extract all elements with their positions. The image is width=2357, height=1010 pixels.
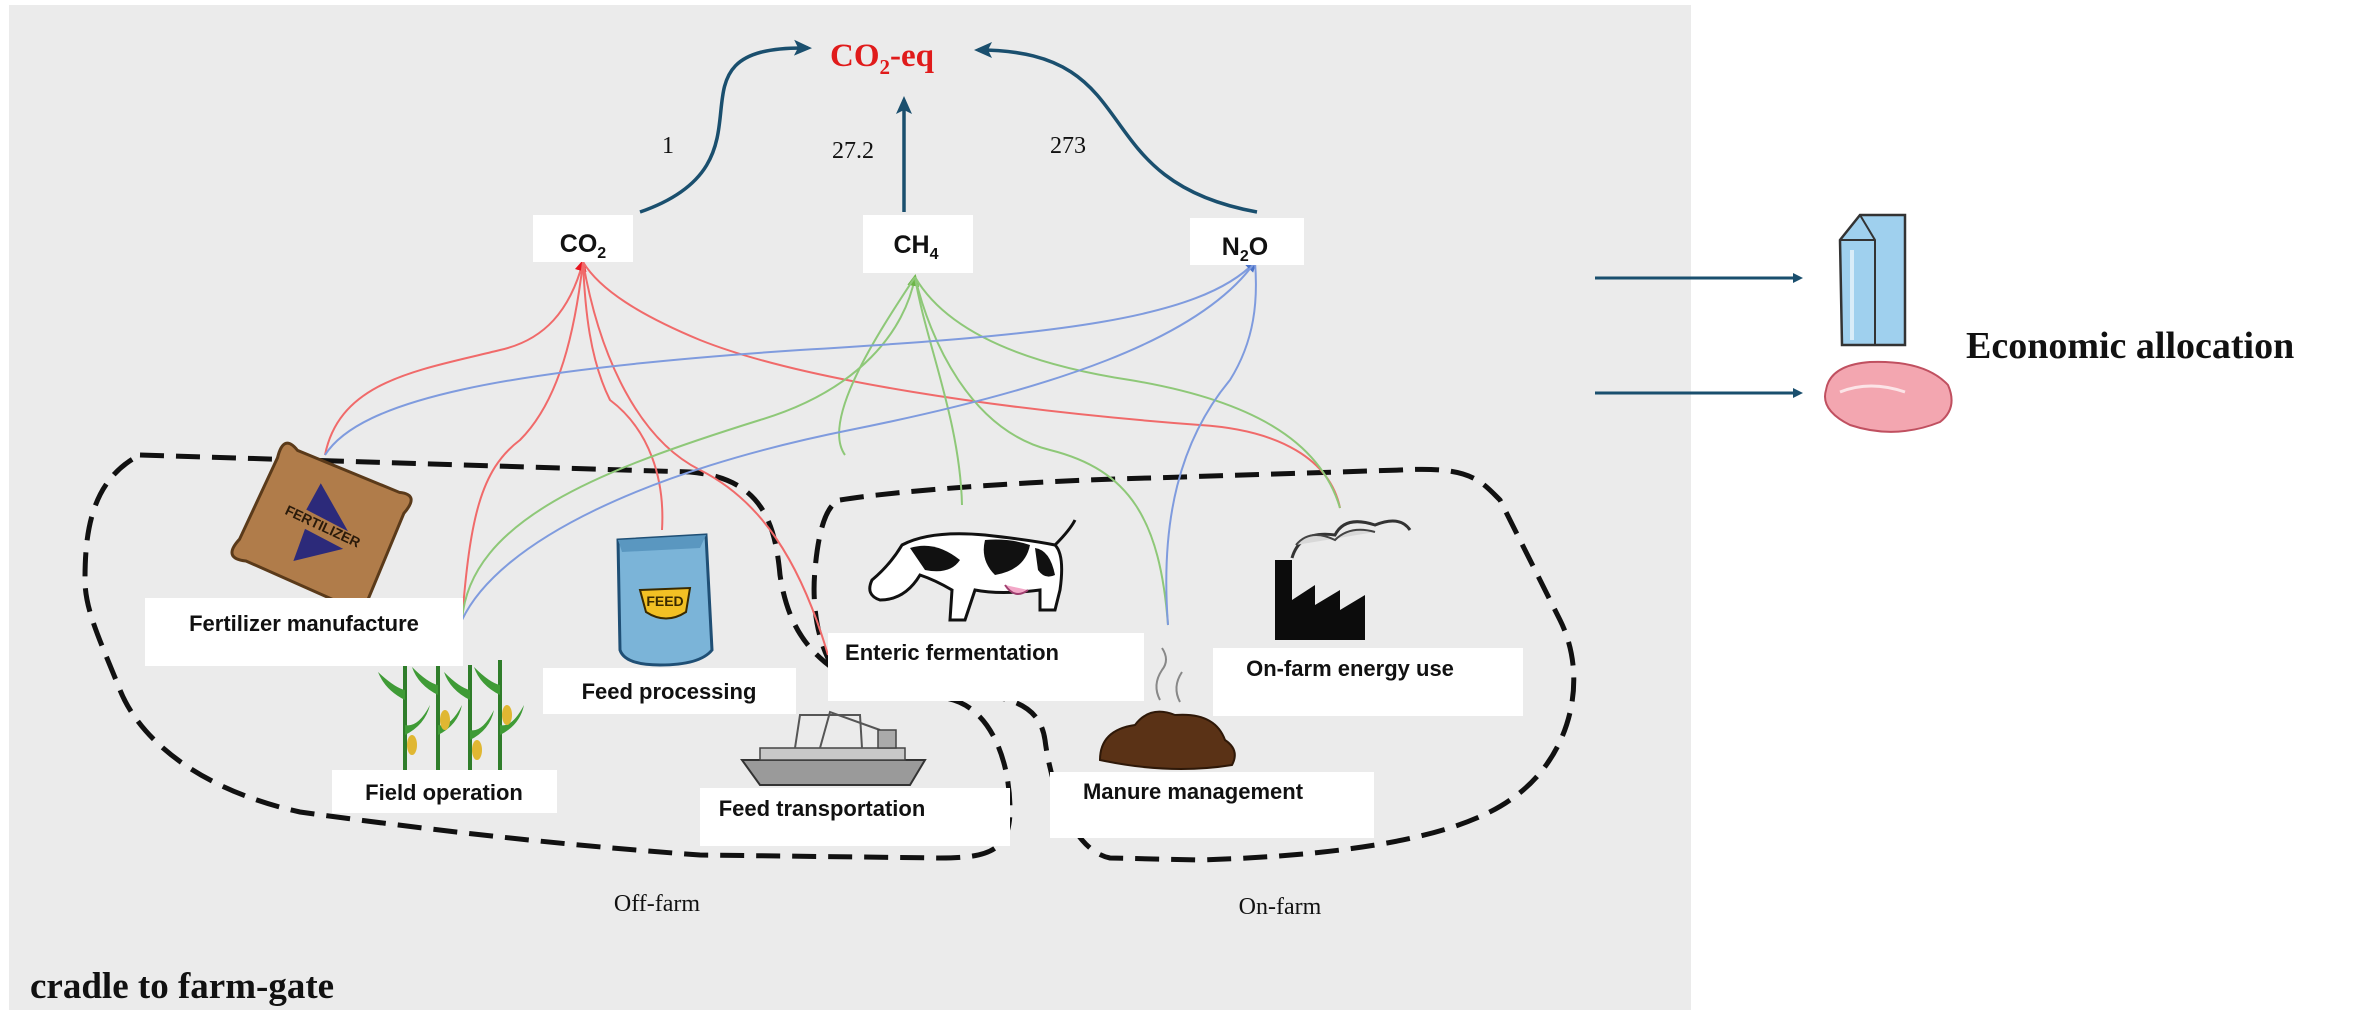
n2o-text: N [1222, 233, 1240, 261]
fertilizer-bag-icon: FERTILIZER [230, 441, 413, 616]
gwp-ch4: 27.2 [832, 138, 874, 164]
fertilizer-manufacture-label: Fertilizer manufacture [145, 598, 463, 666]
factory-icon [1275, 519, 1412, 640]
ch4-box: CH4 [863, 215, 973, 273]
n2o-flow-lines [324, 259, 1258, 626]
co2-eq-suffix: -eq [890, 38, 935, 74]
co2-eq-subscript: 2 [880, 55, 891, 79]
cargo-ship-icon [740, 710, 927, 786]
co2-box: CO2 [533, 215, 633, 262]
field-operation-label: Field operation [332, 770, 557, 813]
svg-text:N2O: N2O [1222, 233, 1268, 265]
n2o-box: N2O [1190, 218, 1304, 265]
feed-transportation-label: Feed transportation [700, 788, 1010, 846]
co2-flow-lines [324, 259, 1341, 656]
svg-text:On-farm energy use: On-farm energy use [1246, 656, 1454, 681]
n2o-subscript: 2 [1240, 248, 1249, 265]
off-farm-label: Off-farm [614, 891, 701, 917]
svg-text:CH4: CH4 [893, 231, 938, 263]
svg-text:Feed transportation: Feed transportation [719, 796, 926, 821]
corn-plants-icon [378, 660, 524, 770]
feed-processing-label: Feed processing [543, 668, 796, 714]
svg-text:Feed processing: Feed processing [582, 679, 757, 704]
meat-icon [1824, 360, 1953, 433]
svg-text:Fertilizer manufacture: Fertilizer manufacture [189, 611, 419, 636]
ch4-subscript: 4 [930, 246, 939, 263]
milk-carton-icon [1838, 213, 1907, 347]
system-boundary-label: cradle to farm-gate [30, 966, 334, 1007]
gwp-arrows [639, 39, 1258, 214]
economic-allocation-label: Economic allocation [1966, 325, 2294, 367]
on-farm-label: On-farm [1239, 894, 1322, 920]
svg-text:Manure management: Manure management [1083, 779, 1304, 804]
allocation-arrows [1595, 273, 1803, 398]
manure-management-label: Manure management [1050, 772, 1374, 838]
ch4-text: CH [893, 231, 929, 259]
cow-icon [868, 519, 1077, 622]
gwp-n2o: 273 [1050, 133, 1086, 159]
svg-text:CO2: CO2 [560, 230, 607, 262]
on-farm-energy-use-label: On-farm energy use [1213, 648, 1523, 716]
co2-text: CO [560, 230, 598, 258]
feed-bag-icon: FEED [616, 533, 714, 667]
enteric-fermentation-label: Enteric fermentation [828, 633, 1144, 701]
off-farm-boundary [82, 452, 1013, 861]
svg-text:Enteric fermentation: Enteric fermentation [845, 640, 1059, 665]
co2-eq-text: CO [830, 38, 880, 74]
co2-eq-label: CO2-eq [830, 38, 935, 79]
gwp-co2: 1 [662, 133, 674, 159]
manure-icon [1098, 647, 1236, 770]
svg-text:Field operation: Field operation [365, 780, 523, 805]
co2-subscript: 2 [597, 245, 606, 262]
n2o-suffix: O [1249, 233, 1268, 261]
ch4-flow-lines [461, 274, 1341, 626]
svg-text:FEED: FEED [646, 593, 683, 609]
